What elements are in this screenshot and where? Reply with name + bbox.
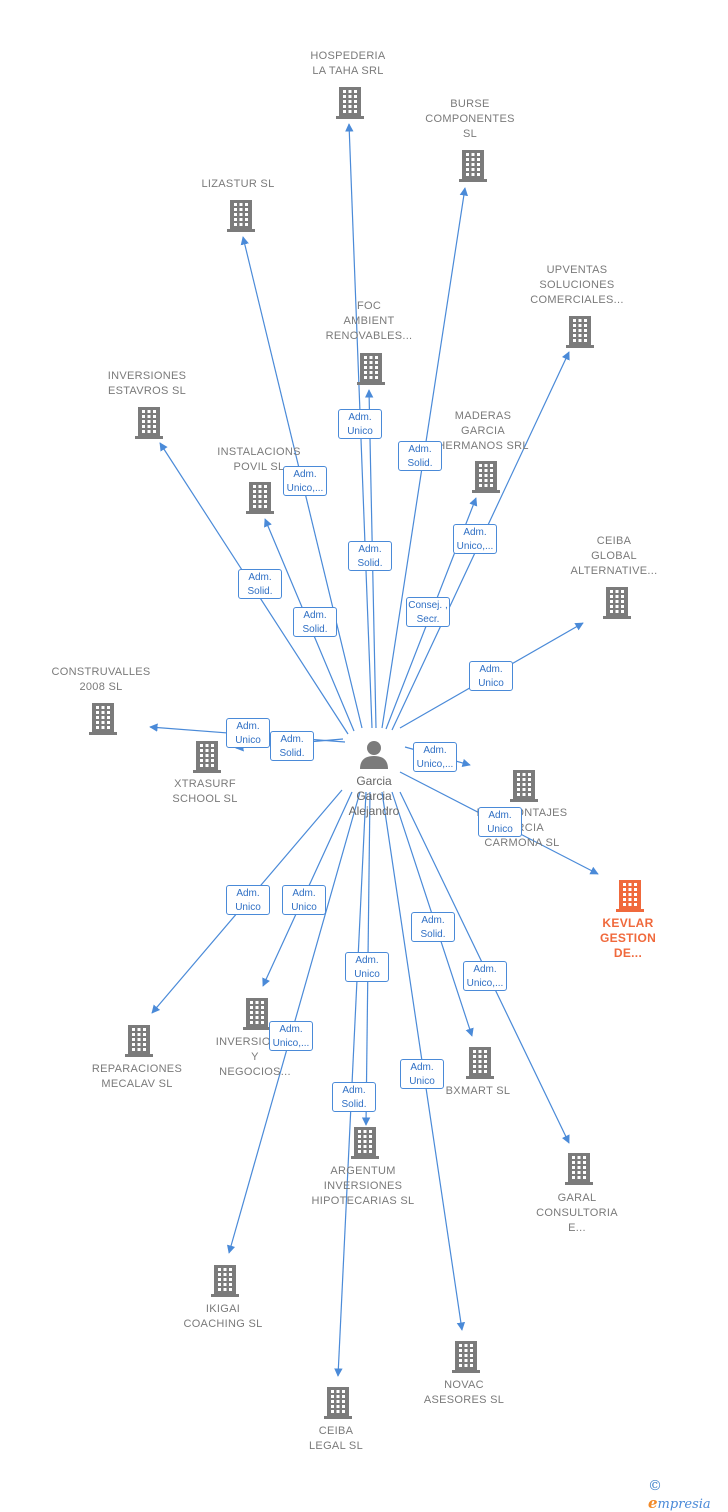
company-label: FOC AMBIENT RENOVABLES... [325, 300, 413, 342]
relation-label-kevlar[interactable]: Adm. Unico [478, 807, 522, 837]
relation-label-ceiba-global[interactable]: Adm. Unico [469, 661, 513, 691]
building-icon[interactable] [602, 585, 632, 619]
building-icon[interactable] [471, 459, 501, 493]
building-icon[interactable] [451, 1339, 481, 1373]
relation-label-inversiones-estavros[interactable]: Adm. Solid. [238, 569, 282, 599]
company-ikigai[interactable]: IKIGAI COACHING SL [153, 1302, 293, 1332]
company-lizastur[interactable]: LIZASTUR SL [168, 177, 308, 192]
company-label: HOSPEDERIA LA TAHA SRL [310, 50, 386, 77]
building-icon[interactable] [210, 1263, 240, 1297]
company-label: IKIGAI COACHING SL [183, 1303, 263, 1330]
building-icon[interactable] [509, 768, 539, 802]
company-burse[interactable]: BURSE COMPONENTES SL [400, 97, 540, 142]
relation-label-argentum[interactable]: Adm. Unico [345, 952, 389, 982]
company-label: ARGENTUM INVERSIONES HIPOTECARIAS SL [311, 1165, 415, 1207]
company-label: CEIBA LEGAL SL [309, 1425, 363, 1452]
relation-label-garal[interactable]: Adm. Unico,... [463, 961, 507, 991]
brand-footer[interactable]: © empresia [648, 1478, 728, 1512]
copyright-mark: © [648, 1478, 662, 1494]
building-icon[interactable] [615, 878, 645, 912]
company-label: INST MONTAJES GARCIA CARMONA SL [477, 807, 568, 849]
company-upventas[interactable]: UPVENTAS SOLUCIONES COMERCIALES... [507, 263, 647, 308]
company-instalacions[interactable]: INSTALACIONS POVIL SL [189, 445, 329, 475]
building-icon[interactable] [335, 85, 365, 119]
company-construvalles[interactable]: CONSTRUVALLES 2008 SL [31, 665, 171, 695]
relation-label-bxmart[interactable]: Adm. Solid. [411, 912, 455, 942]
company-xtrasurf[interactable]: XTRASURF SCHOOL SL [135, 777, 275, 807]
company-inversiones-estavros[interactable]: INVERSIONES ESTAVROS SL [77, 369, 217, 399]
company-argentum[interactable]: ARGENTUM INVERSIONES HIPOTECARIAS SL [293, 1164, 433, 1209]
relation-label-novac[interactable]: Adm. Unico [400, 1059, 444, 1089]
company-maderas[interactable]: MADERAS GARCIA HERMANOS SRL [413, 409, 553, 454]
building-icon[interactable] [356, 351, 386, 385]
relation-label-maderas[interactable]: Consej. , Secr. [406, 597, 450, 627]
building-icon[interactable] [192, 739, 222, 773]
relation-label-ikigai[interactable]: Adm. Unico,... [269, 1021, 313, 1051]
relation-label-inversiones-negocios[interactable]: Adm. Unico [282, 885, 326, 915]
building-icon[interactable] [323, 1385, 353, 1419]
company-label: UPVENTAS SOLUCIONES COMERCIALES... [530, 264, 624, 306]
relation-label-construvalles[interactable]: Adm. Unico [226, 718, 270, 748]
relation-label-upventas[interactable]: Adm. Unico,... [453, 524, 497, 554]
building-icon[interactable] [124, 1023, 154, 1057]
brand-name: mpresia [657, 1497, 711, 1512]
building-icon[interactable] [226, 198, 256, 232]
company-label: MADERAS GARCIA HERMANOS SRL [437, 410, 529, 452]
company-novac[interactable]: NOVAC ASESORES SL [394, 1378, 534, 1408]
building-icon[interactable] [245, 480, 275, 514]
relation-label-reparaciones[interactable]: Adm. Unico [226, 885, 270, 915]
relation-label-ceiba-legal[interactable]: Adm. Solid. [332, 1082, 376, 1112]
company-bxmart[interactable]: BXMART SL [408, 1084, 548, 1099]
company-garal[interactable]: GARAL CONSULTORIA E... [507, 1191, 647, 1236]
company-label: CONSTRUVALLES 2008 SL [51, 666, 151, 693]
building-icon[interactable] [565, 314, 595, 348]
relation-label-montajes[interactable]: Adm. Unico,... [413, 742, 457, 772]
building-icon[interactable] [242, 996, 272, 1030]
brand-initial: e [648, 1494, 658, 1512]
company-label: INVERSIONES ESTAVROS SL [107, 370, 187, 397]
relation-label-burse[interactable]: Adm. Solid. [398, 441, 442, 471]
building-icon[interactable] [134, 405, 164, 439]
company-label: BXMART SL [445, 1085, 511, 1097]
company-label: KEVLAR GESTION DE... [599, 916, 657, 960]
building-icon[interactable] [88, 701, 118, 735]
company-montajes[interactable]: INST MONTAJES GARCIA CARMONA SL [452, 806, 592, 851]
company-label: REPARACIONES MECALAV SL [91, 1063, 183, 1090]
building-icon[interactable] [458, 148, 488, 182]
building-icon[interactable] [465, 1045, 495, 1079]
company-ceiba-legal[interactable]: CEIBA LEGAL SL [266, 1424, 406, 1454]
company-foc[interactable]: FOC AMBIENT RENOVABLES... [299, 299, 439, 344]
building-icon[interactable] [350, 1125, 380, 1159]
company-label: CEIBA GLOBAL ALTERNATIVE... [570, 535, 658, 577]
building-icon[interactable] [564, 1151, 594, 1185]
company-hospederia[interactable]: HOSPEDERIA LA TAHA SRL [278, 49, 418, 79]
company-label: INSTALACIONS POVIL SL [217, 446, 301, 473]
relation-label-lizastur[interactable]: Adm. Unico,... [283, 466, 327, 496]
center-person-name[interactable]: Garcia Garcia Alejandro [348, 774, 400, 818]
relation-label-instalacions[interactable]: Adm. Solid. [293, 607, 337, 637]
company-label: LIZASTUR SL [201, 178, 275, 190]
relation-label-xtrasurf[interactable]: Adm. Solid. [270, 731, 314, 761]
person-icon[interactable] [358, 738, 390, 770]
company-reparaciones[interactable]: REPARACIONES MECALAV SL [67, 1062, 207, 1092]
company-kevlar[interactable]: KEVLAR GESTION DE... [558, 916, 698, 961]
company-label: NOVAC ASESORES SL [423, 1379, 505, 1406]
company-label: GARAL CONSULTORIA E... [536, 1192, 618, 1234]
company-label: BURSE COMPONENTES SL [425, 98, 515, 140]
company-label: XTRASURF SCHOOL SL [172, 778, 238, 805]
relation-label-hospederia[interactable]: Adm. Unico [338, 409, 382, 439]
relation-label-foc[interactable]: Adm. Solid. [348, 541, 392, 571]
company-ceiba-global[interactable]: CEIBA GLOBAL ALTERNATIVE... [544, 534, 684, 579]
